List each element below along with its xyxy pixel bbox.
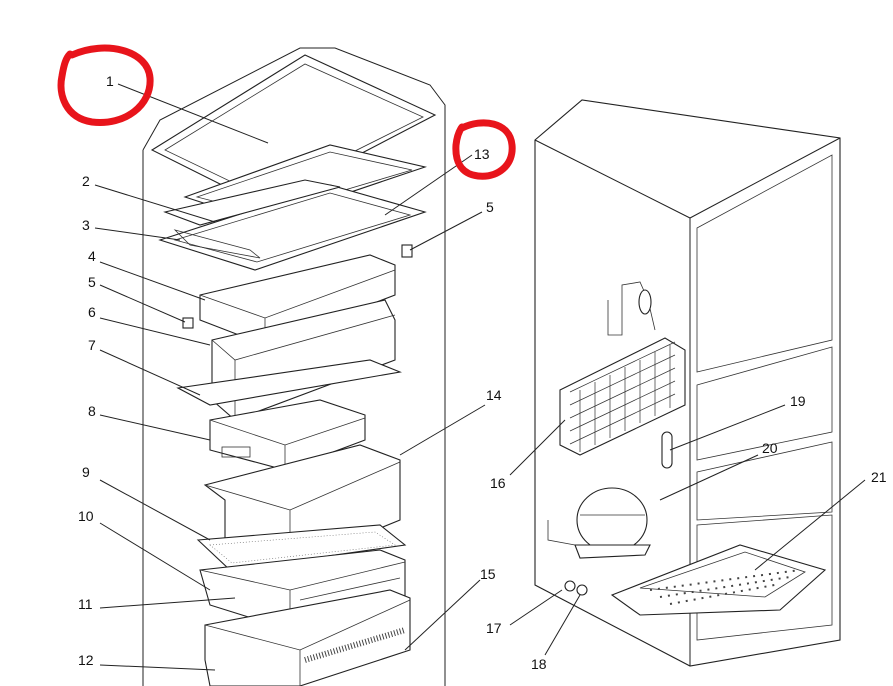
part-2-3-shelf-frame (163, 179, 341, 259)
part-17-18-fittings (564, 580, 588, 596)
callout-11: 11 (78, 596, 93, 612)
callout-5-left: 5 (88, 274, 96, 290)
callout-13: 13 (474, 146, 490, 162)
part-5-clip (182, 244, 413, 329)
callout-19: 19 (790, 393, 806, 409)
callout-20: 20 (762, 440, 778, 456)
callout-17: 17 (486, 620, 502, 636)
callout-21: 21 (871, 469, 887, 485)
part-19-dryer-filter (661, 431, 673, 469)
part-9-mesh-plate (196, 524, 407, 571)
callout-3: 3 (82, 217, 90, 233)
part-20-compressor (547, 487, 651, 559)
part-12-15-bottom-drawer (204, 589, 411, 686)
callout-4: 4 (88, 248, 96, 264)
callout-labels: 1 2 3 4 5 5 6 7 8 9 10 11 12 13 14 15 16… (78, 73, 887, 672)
callout-8: 8 (88, 403, 96, 419)
part-16-condenser (559, 281, 686, 456)
callout-18: 18 (531, 656, 547, 672)
callout-6: 6 (88, 304, 96, 320)
highlight-circle-1 (57, 44, 154, 126)
callout-15: 15 (480, 566, 496, 582)
callout-10: 10 (78, 508, 94, 524)
callout-9: 9 (82, 464, 90, 480)
callout-2: 2 (82, 173, 90, 189)
callout-14: 14 (486, 387, 502, 403)
callout-7: 7 (88, 337, 96, 353)
cabinet-interior-outline (142, 47, 446, 686)
callout-16: 16 (490, 475, 506, 491)
part-21-drip-tray (610, 544, 827, 616)
highlight-circle-13 (452, 119, 516, 180)
callout-1: 1 (106, 73, 114, 89)
part-7-glass-plate (176, 359, 403, 406)
callout-12: 12 (78, 652, 94, 668)
callout-5-right: 5 (486, 199, 494, 215)
highlight-annotations (57, 44, 516, 180)
